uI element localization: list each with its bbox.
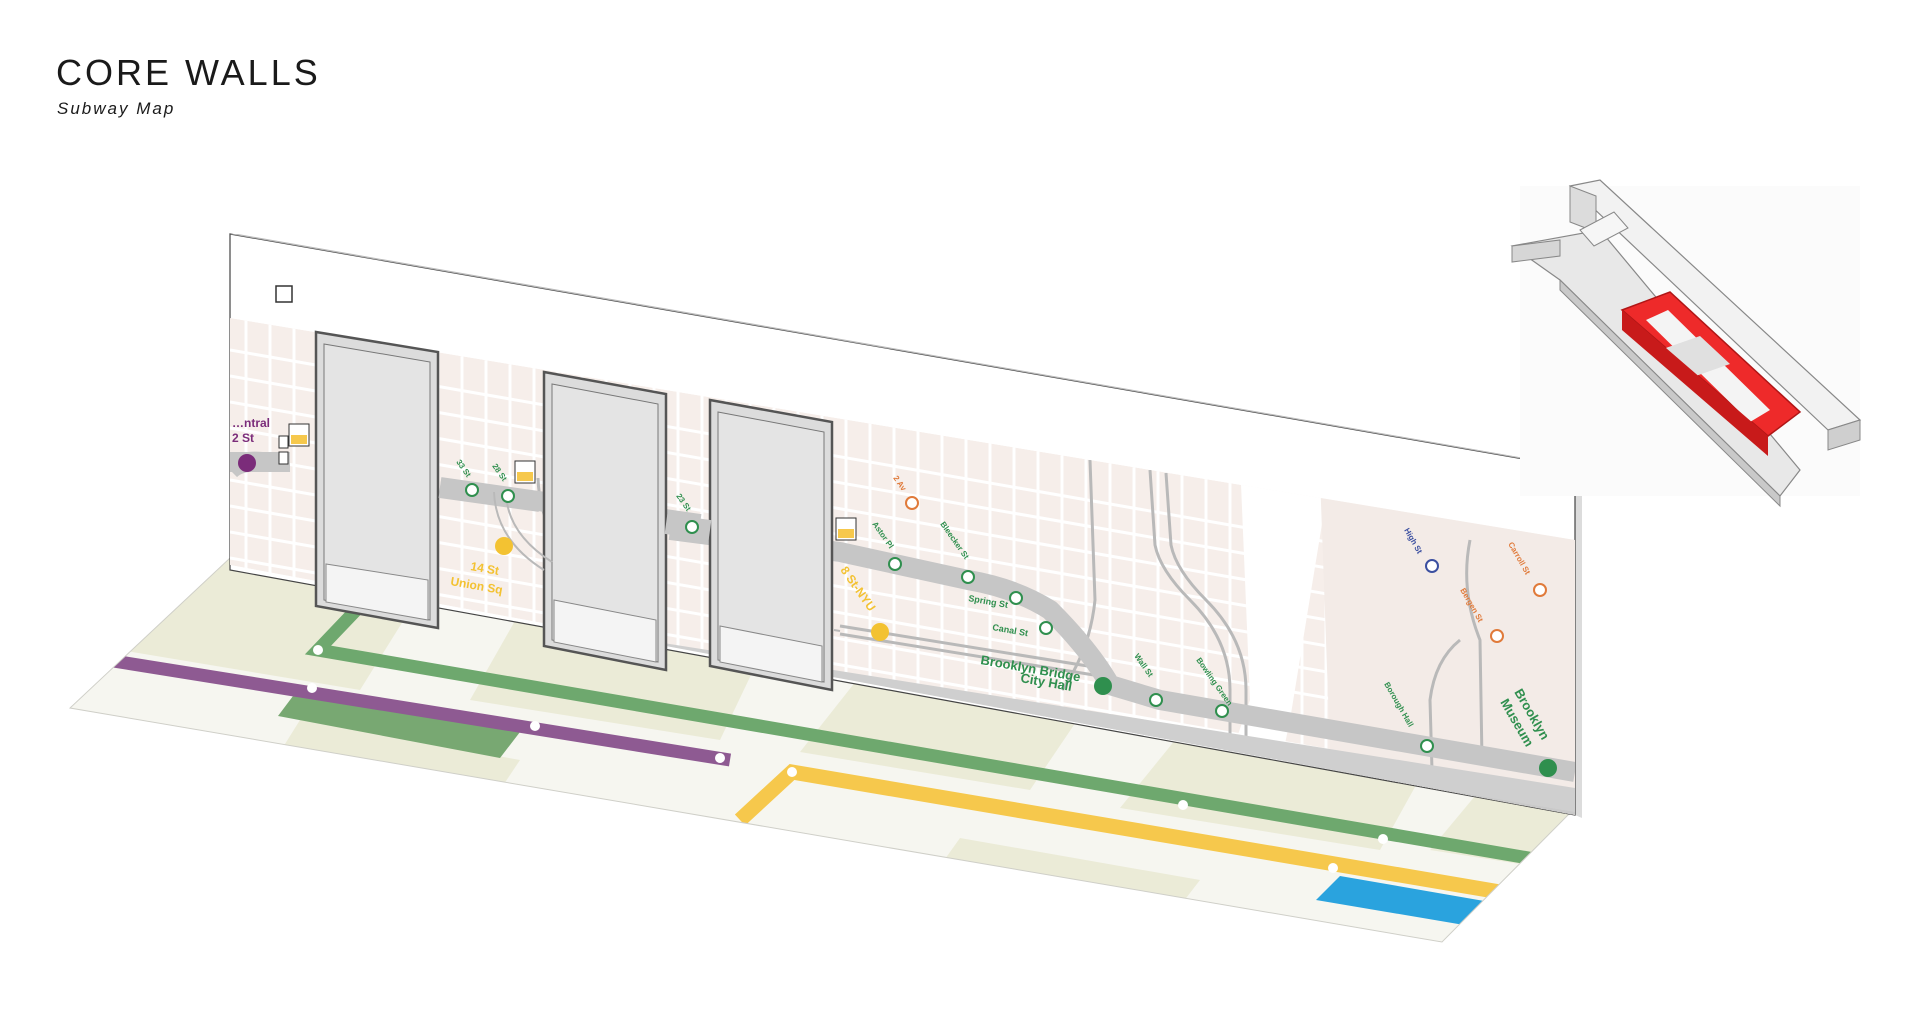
station-carroll-st[interactable]: [1533, 583, 1547, 597]
station-high-st[interactable]: [1425, 559, 1439, 573]
floor-station-dot: [1378, 834, 1388, 844]
key-plan-icon: [1510, 179, 1862, 508]
station-bowling-green[interactable]: [1215, 704, 1229, 718]
floor-station-dot: [530, 721, 540, 731]
page-subtitle: Subway Map: [57, 99, 176, 118]
station-astor-pl[interactable]: [888, 557, 902, 571]
station-42-st[interactable]: [238, 454, 256, 472]
station-14-st-union-sq[interactable]: [495, 537, 513, 555]
floor-purple-line: [70, 647, 732, 767]
station-28-st[interactable]: [501, 489, 515, 503]
floor-lines: [70, 601, 1542, 926]
door-2[interactable]: [542, 370, 668, 672]
station-bergen-st[interactable]: [1490, 629, 1504, 643]
station-wall-st[interactable]: [1149, 693, 1163, 707]
door-1[interactable]: [314, 330, 440, 630]
floor-station-dot: [307, 683, 317, 693]
station-8-st-nyu[interactable]: [871, 623, 889, 641]
wall-square-marker-icon: [275, 285, 293, 303]
label-central: …ntral: [232, 416, 270, 430]
floor-station-dot: [1178, 800, 1188, 810]
station-bleecker-st[interactable]: [961, 570, 975, 584]
floor-blue-block: [1316, 876, 1490, 926]
elevator-sign-icon: [278, 435, 289, 465]
label-42-st: 2 St: [232, 431, 254, 445]
page-title: CORE WALLS: [56, 52, 321, 93]
station-borough-hall[interactable]: [1420, 739, 1434, 753]
station-brooklyn-museum[interactable]: [1539, 759, 1557, 777]
wall-stations: [238, 454, 1557, 777]
label-14-st: 14 St: [469, 559, 500, 578]
floor-station-dot: [1328, 863, 1338, 873]
station-brooklyn-bridge[interactable]: [1094, 677, 1112, 695]
map-locator-sign-icon: [835, 517, 857, 541]
floor-station-dot: [787, 767, 797, 777]
map-locator-sign-icon: [288, 423, 310, 447]
station-2-av[interactable]: [905, 496, 919, 510]
station-canal-st[interactable]: [1039, 621, 1053, 635]
station-23-st[interactable]: [685, 520, 699, 534]
map-locator-sign-icon: [514, 460, 536, 484]
floor-station-dot: [313, 645, 323, 655]
station-33-st[interactable]: [465, 483, 479, 497]
door-3[interactable]: [708, 398, 834, 692]
floor-station-dot: [715, 753, 725, 763]
floor-green-block: [278, 692, 520, 758]
station-spring-st[interactable]: [1009, 591, 1023, 605]
